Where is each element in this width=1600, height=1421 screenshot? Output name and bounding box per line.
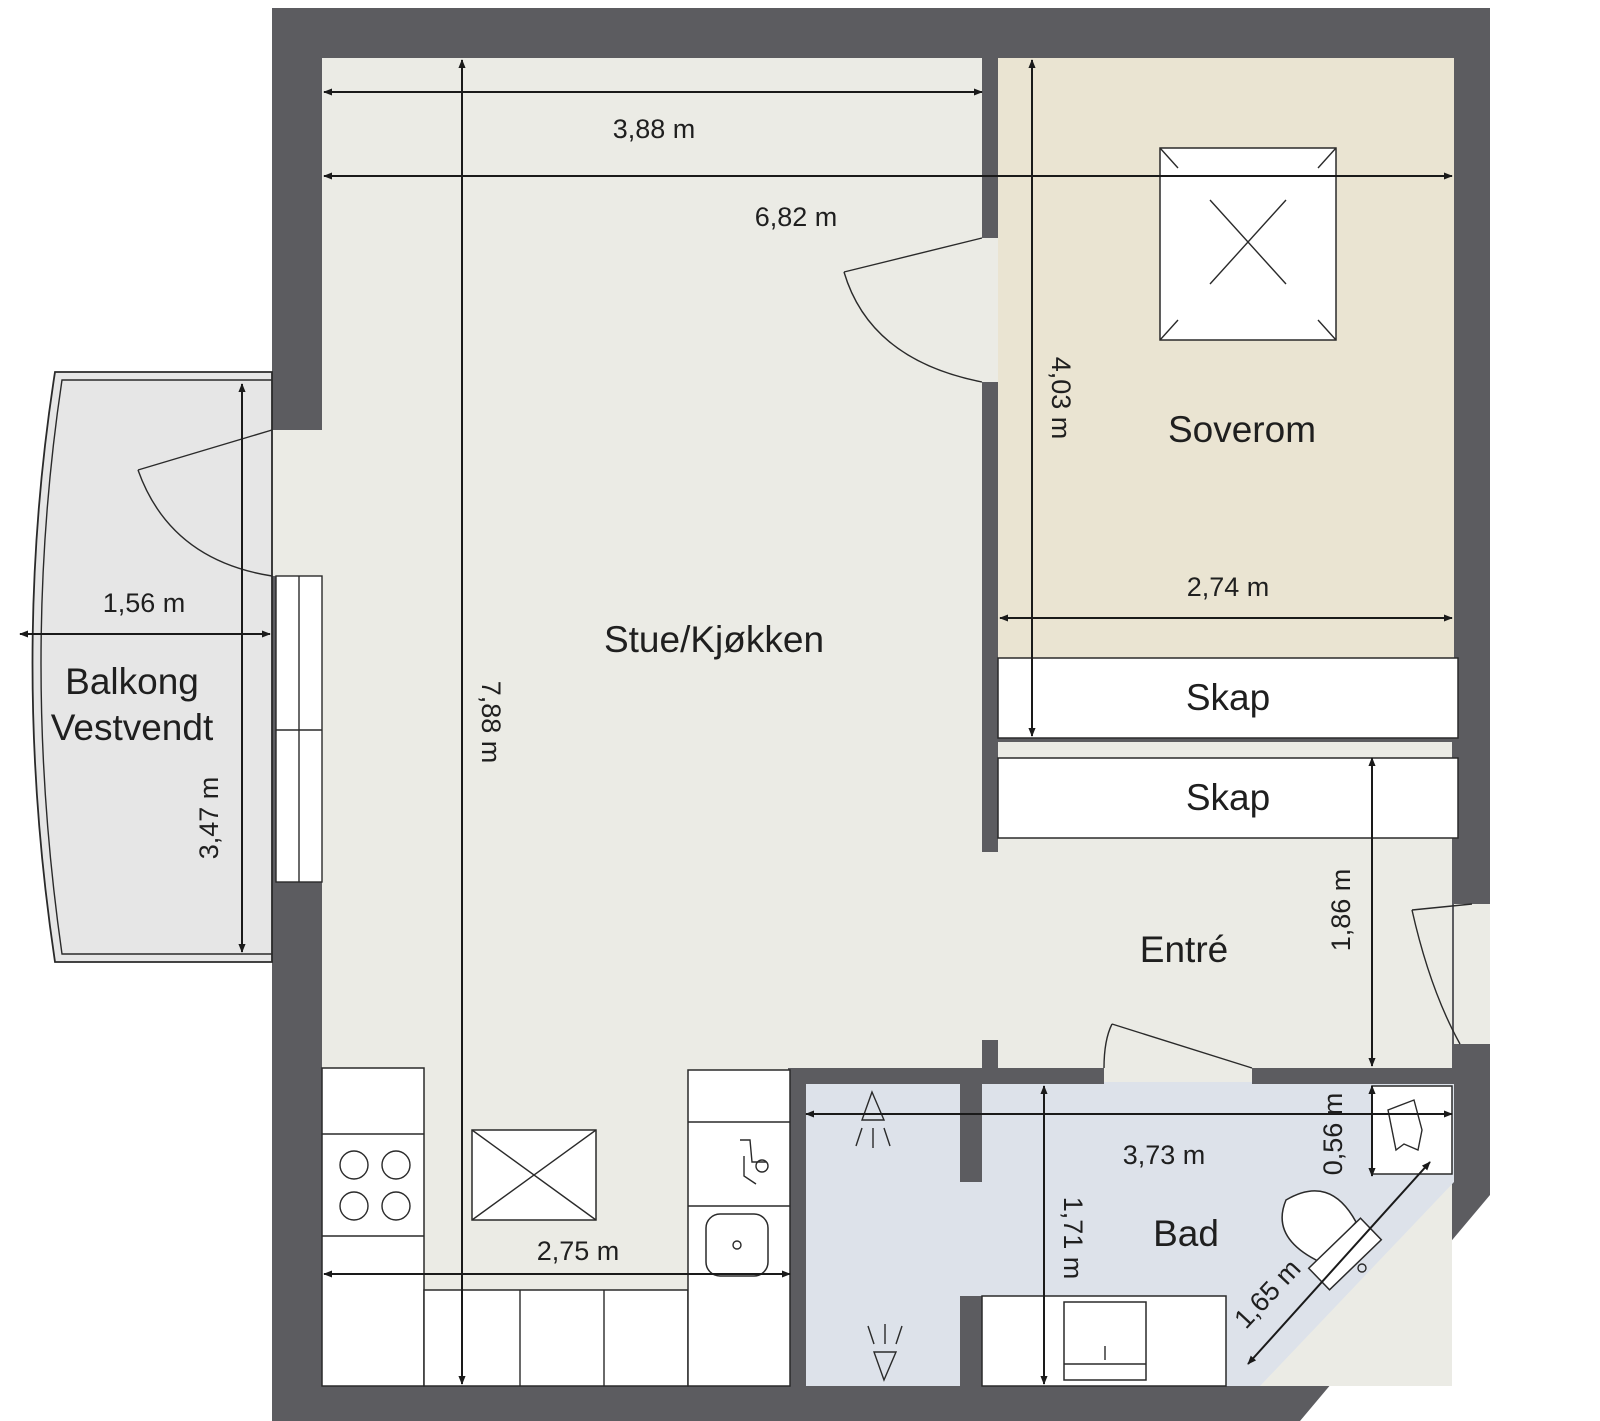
wall-bedroom-left-mid [982, 382, 998, 852]
shower-light-top-icon [855, 1090, 891, 1148]
room-label-balkong: Balkong [65, 661, 199, 702]
closet-label-upper: Skap [1186, 677, 1270, 718]
sink-icon [705, 1213, 769, 1277]
dim-label-186: 1,86 m [1326, 869, 1356, 952]
entry-door-opening [1454, 904, 1490, 1044]
washing-machine-icon [1371, 1085, 1453, 1175]
closet-upper [997, 657, 1459, 739]
dim-label-275: 2,75 m [537, 1236, 620, 1266]
dishwasher-icon [740, 1139, 769, 1185]
dim-label-156: 1,56 m [103, 588, 186, 618]
stove-icon [339, 1150, 411, 1221]
dim-label-388: 3,88 m [613, 114, 696, 144]
closet-lower [997, 757, 1459, 839]
kitchen-counter-left [321, 1067, 425, 1387]
skylight-kitchen-icon [471, 1129, 597, 1221]
wall-bedroom-left-top [982, 58, 998, 238]
room-label-bad: Bad [1153, 1213, 1219, 1254]
dim-label-788: 7,88 m [476, 681, 506, 764]
kitchen-counter-bottom [423, 1289, 689, 1387]
dim-label-682: 6,82 m [755, 202, 838, 232]
room-label-soverom: Soverom [1168, 409, 1316, 450]
dim-label-347: 3,47 m [194, 777, 224, 860]
wall-bath-divider-top [960, 1082, 982, 1182]
shower-light-bottom-icon [867, 1324, 903, 1382]
door-bath [1103, 1023, 1253, 1069]
bath-counter [981, 1295, 1227, 1387]
wall-bath-left [788, 1068, 806, 1386]
room-label-stue: Stue/Kjøkken [604, 619, 824, 660]
dim-label-373: 3,73 m [1123, 1140, 1206, 1170]
dim-label-056: 0,56 m [1318, 1093, 1348, 1176]
wall-bath-top-left [792, 1068, 1104, 1084]
door-entry [1411, 903, 1473, 1045]
balcony-rail [40, 379, 272, 955]
balcony-door-opening [272, 430, 322, 576]
skylight-bedroom-icon [1159, 147, 1337, 341]
dim-line-165 [1247, 1161, 1431, 1365]
balcony-floor [31, 371, 273, 963]
closet-label-lower: Skap [1186, 777, 1270, 818]
door-bedroom [843, 237, 983, 383]
dim-label-403: 4,03 m [1046, 357, 1076, 440]
room-label-vestvendt: Vestvendt [51, 707, 214, 748]
wall-bath-divider-bottom [960, 1296, 982, 1386]
dim-label-171: 1,71 m [1058, 1197, 1088, 1280]
dim-label-274: 2,74 m [1187, 572, 1270, 602]
room-label-entre: Entré [1140, 929, 1228, 970]
door-balcony [137, 429, 273, 577]
wall-bath-top-right [1252, 1068, 1454, 1084]
